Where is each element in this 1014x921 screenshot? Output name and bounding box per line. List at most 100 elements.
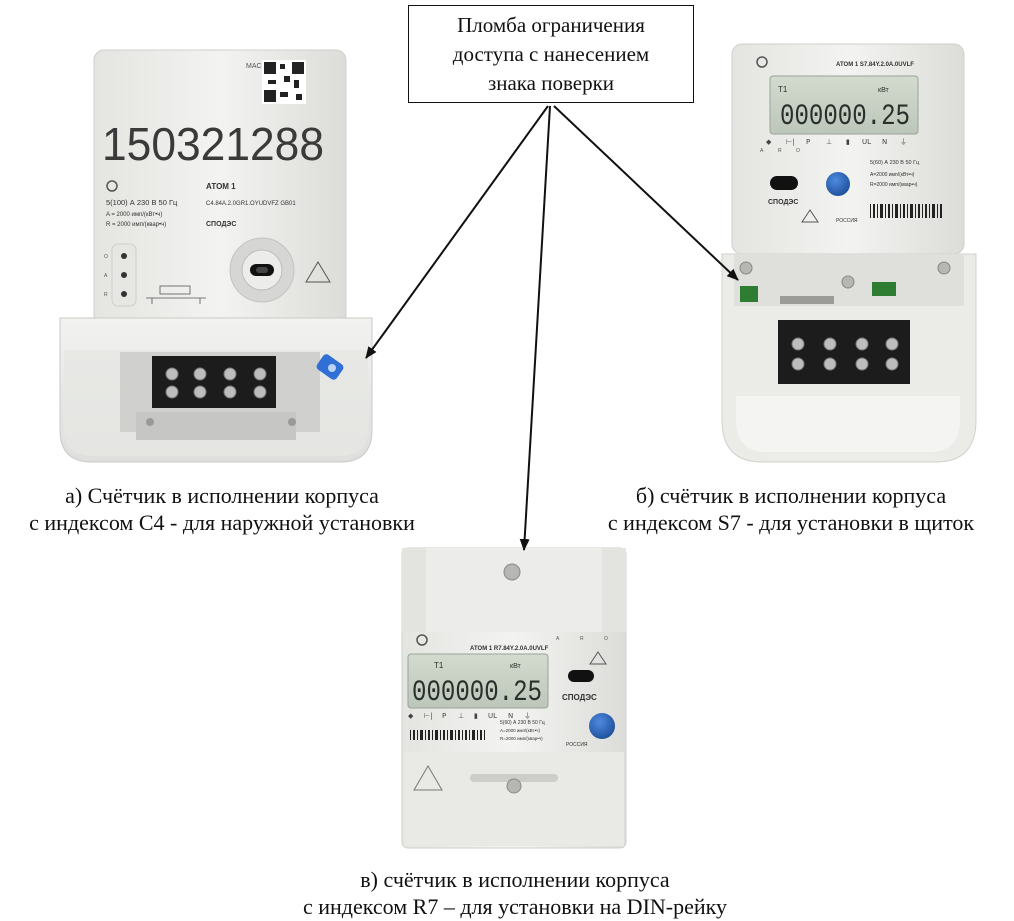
caption-a-line-2: с индексом С4 - для наружной установки: [29, 510, 415, 535]
meter-s7-terminal-block: [778, 320, 910, 384]
meter-c4-rating: 5(100) А 230 В 50 Гц: [106, 198, 178, 207]
manufacturer-logo-icon: [106, 180, 118, 192]
meter-r7: АТОМ 1 R7.84Y.2.0A.0UVLF T1 кВт 000000.2…: [401, 547, 627, 849]
led-label-a: A: [104, 273, 108, 279]
meter-r7-symbol-row: ◆ ⊢| P ⊥ ▮ UL N ⏚: [408, 712, 531, 720]
meter-s7-unit: кВт: [878, 87, 889, 94]
manufacturer-logo-icon: [416, 634, 428, 646]
warning-triangle-icon: [413, 765, 443, 791]
meter-r7-button[interactable]: [589, 713, 615, 739]
meter-c4-terminal-block: [152, 356, 276, 408]
meter-c4-code: C4.84A.2.0GR1.OYUDVFZ GB01: [206, 201, 296, 207]
barcode-icon: [870, 204, 942, 218]
symbol-1: ⊢|: [786, 138, 794, 146]
meter-s7-symbol-row: ◆ ⊢| P ⊥ ▮ UL N ⏚: [766, 138, 907, 146]
warning-triangle-icon: [305, 261, 331, 283]
meter-s7-lcd: [769, 75, 919, 135]
meter-s7-rating: 5(60) А 230 В 50 Гц: [870, 160, 920, 166]
seal-icon: [316, 354, 344, 380]
meter-r7-model: АТОМ 1 R7.84Y.2.0A.0UVLF: [470, 646, 549, 652]
meter-c4-brand: СПОДЭС: [206, 221, 236, 228]
meter-c4-model: АТОМ 1: [206, 182, 236, 191]
meter-r7-rating: 5(60) А 230 В 50 Гц: [500, 720, 545, 726]
symbol-1: ⊢|: [424, 712, 432, 720]
meter-s7-reading: 000000.25: [780, 100, 910, 134]
symbol-4: ▮: [846, 138, 850, 146]
meter-r7-const-a: A=2000 имп/(кВт•ч): [500, 728, 540, 733]
meter-s7: АТОМ 1 S7.84Y.2.0A.0UVLF T1 кВт 000000.2…: [721, 43, 977, 463]
meter-c4-mac: MAC: [246, 63, 262, 70]
symbol-5: UL: [862, 138, 871, 146]
meter-s7-button[interactable]: [826, 172, 850, 196]
meter-s7-const-r: R=2000 имп/(квар•ч): [870, 182, 918, 188]
symbol-7: ⏚: [900, 138, 907, 146]
meter-r7-unit: кВт: [510, 663, 521, 670]
caption-b-line-2: с индексом S7 - для установки в щиток: [607, 510, 975, 535]
led-r-icon: [121, 291, 127, 297]
symbol-4: ▮: [474, 712, 478, 720]
optical-port-icon: [568, 670, 594, 682]
led-label-r: R: [104, 292, 108, 298]
led-o-icon: [121, 253, 127, 259]
led-a-icon: [121, 272, 127, 278]
meter-r7-tariff: T1: [434, 661, 444, 670]
meter-r7-reading: 000000.25: [412, 676, 542, 710]
caption-c-line-2: с индексом R7 – для установки на DIN-рей…: [302, 894, 728, 919]
callout-box: Пломба ограничения доступа с нанесением …: [408, 5, 694, 103]
symbol-2: P: [442, 712, 446, 720]
led-label-r: R: [778, 148, 782, 154]
callout-arrows: [365, 105, 739, 551]
meter-c4-const-a: A = 2000 имп/(кВт•ч): [106, 212, 162, 218]
wiring-schematic-icon: [146, 285, 206, 304]
manufacturer-logo-icon: [756, 56, 768, 68]
qr-code-icon: [262, 60, 306, 104]
meter-s7-model: АТОМ 1 S7.84Y.2.0A.0UVLF: [836, 62, 914, 68]
arrow-to-meter-r7: [519, 105, 551, 551]
led-label-a: A: [556, 636, 560, 642]
caption-c: в) счётчик в исполнении корпуса с индекс…: [260, 866, 770, 920]
callout-line-2: доступа с нанесением: [452, 42, 650, 66]
screw-icon: [503, 563, 521, 581]
symbol-0: ◆: [408, 712, 414, 720]
symbol-2: P: [806, 138, 810, 146]
warning-triangle-icon: [801, 209, 819, 223]
screw-icon: [841, 275, 855, 289]
meter-s7-country: РОССИЯ: [836, 218, 858, 224]
symbol-0: ◆: [766, 138, 772, 146]
caption-a: а) Счётчик в исполнении корпуса с индекс…: [0, 482, 444, 536]
led-label-o: O: [104, 254, 108, 260]
symbol-6: N: [508, 712, 513, 720]
screw-icon: [739, 261, 753, 275]
symbol-7: ⏚: [524, 712, 531, 720]
meter-c4: MAC 150321288 АТОМ 1 5(100) А 230 В 50 Г…: [59, 49, 373, 463]
caption-a-line-1: а) Счётчик в исполнении корпуса: [65, 483, 379, 508]
meter-r7-brand: СПОДЭС: [562, 693, 597, 702]
arrow-to-meter-s7: [553, 105, 739, 281]
callout-line-1: Пломба ограничения: [457, 13, 645, 37]
meter-c4-serial: 150321288: [102, 118, 324, 170]
caption-b: б) счётчик в исполнении корпуса с индекс…: [568, 482, 1014, 536]
caption-c-line-1: в) счётчик в исполнении корпуса: [360, 867, 670, 892]
led-label-o: O: [604, 636, 608, 642]
caption-b-line-1: б) счётчик в исполнении корпуса: [635, 483, 947, 508]
warning-triangle-icon: [589, 651, 607, 665]
optical-port-icon: [770, 176, 798, 190]
symbol-3: ⊥: [458, 712, 464, 720]
symbol-6: N: [882, 138, 887, 146]
symbol-3: ⊥: [826, 138, 832, 146]
callout-line-3: знака поверки: [487, 71, 615, 95]
screw-icon: [506, 778, 522, 794]
meter-r7-lcd: [407, 653, 549, 709]
symbol-5: UL: [488, 712, 497, 720]
meter-s7-const-a: A=2000 имп/(кВт•ч): [870, 172, 915, 178]
barcode-icon: [410, 730, 485, 740]
meter-s7-tariff: T1: [778, 85, 788, 94]
screw-icon: [937, 261, 951, 275]
meter-c4-const-r: R = 2000 имп/(квар•ч): [106, 222, 166, 228]
arrow-to-meter-c4: [365, 105, 549, 359]
meter-s7-brand: СПОДЭС: [768, 199, 798, 206]
meter-r7-country: РОССИЯ: [566, 742, 588, 748]
led-label-r: R: [580, 636, 584, 642]
led-label-o: O: [796, 148, 800, 154]
